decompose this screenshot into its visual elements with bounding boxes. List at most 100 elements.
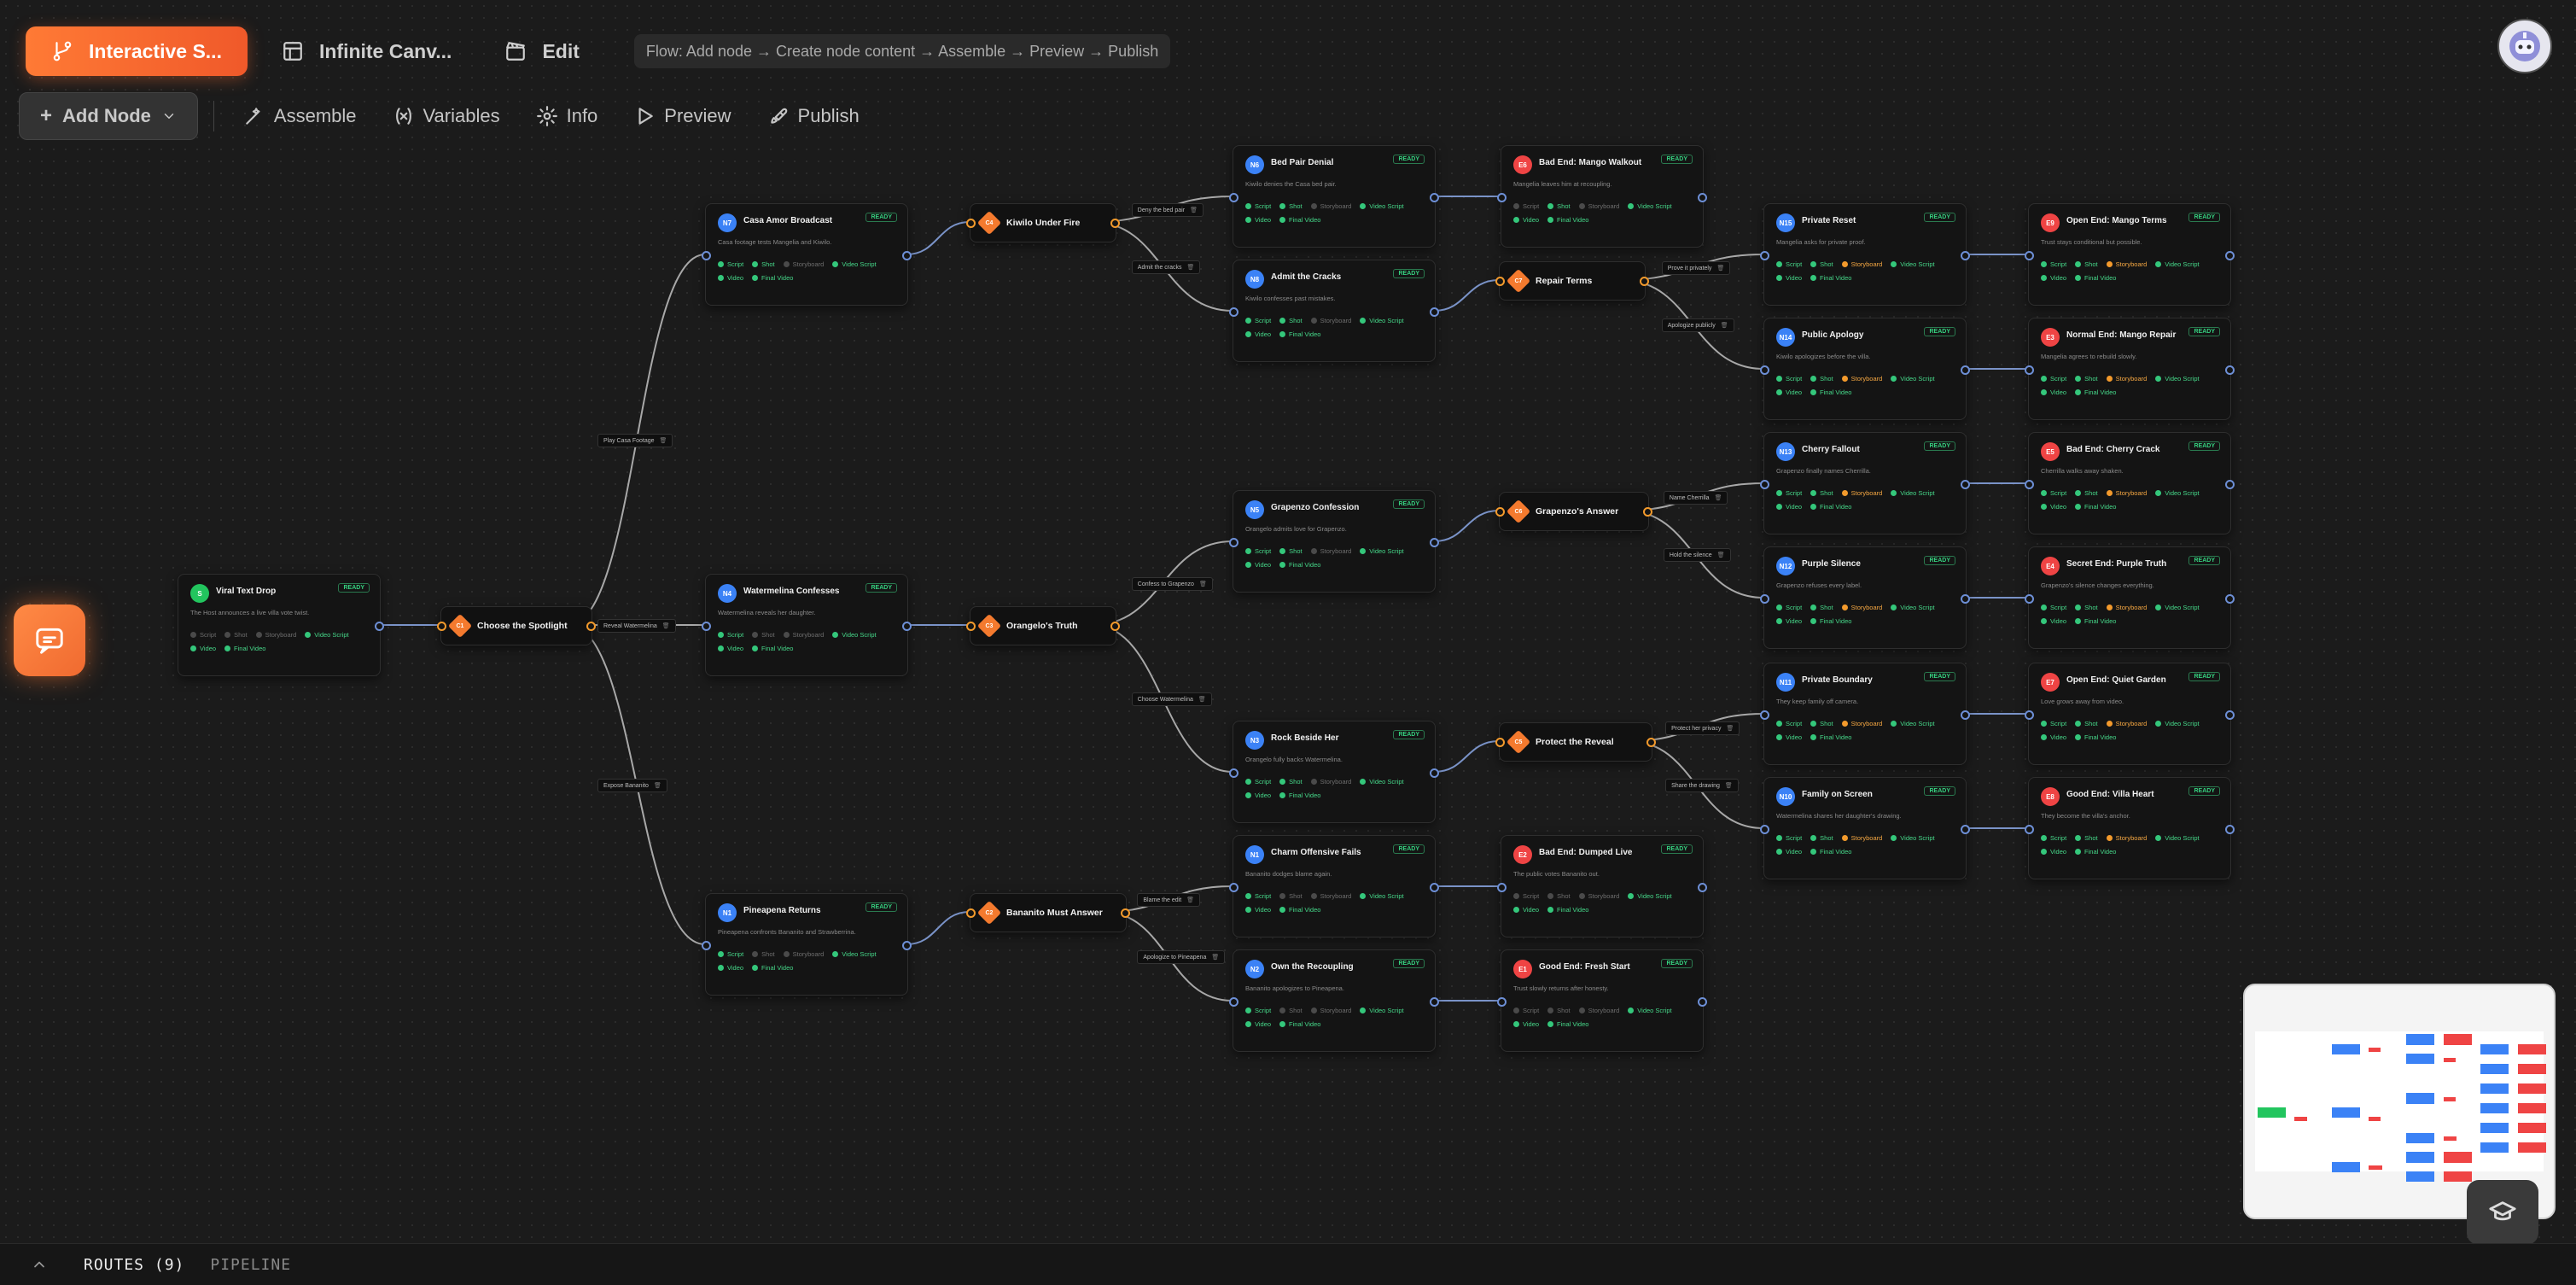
pipeline-step[interactable]: Video <box>2041 617 2066 625</box>
output-handle[interactable] <box>2225 365 2235 375</box>
pipeline-step[interactable]: Video <box>1776 274 1802 282</box>
input-handle[interactable] <box>1760 710 1769 720</box>
input-handle[interactable] <box>1760 365 1769 375</box>
trash-icon[interactable]: 🗑 <box>1720 323 1728 329</box>
pipeline-step[interactable]: Shot <box>2075 834 2098 842</box>
pipeline-step[interactable]: Script <box>1245 892 1271 900</box>
pipeline-step[interactable]: Shot <box>1279 317 1303 324</box>
pipeline-step[interactable]: Storyboard <box>1310 317 1351 324</box>
pipeline-step[interactable]: Script <box>1245 547 1271 555</box>
pipeline-step[interactable]: Shot <box>2075 489 2098 497</box>
pipeline-step[interactable]: Final Video <box>2075 388 2116 396</box>
pipeline-step[interactable]: Script <box>2041 375 2066 383</box>
edge-label[interactable]: Play Casa Footage🗑 <box>597 434 673 447</box>
pipeline-step[interactable]: Video <box>718 274 743 282</box>
tab-interactive-story[interactable]: Interactive S... <box>26 26 248 76</box>
pipeline-step[interactable]: Storyboard <box>1310 1007 1351 1014</box>
trash-icon[interactable]: 🗑 <box>1186 265 1195 271</box>
trash-icon[interactable]: 🗑 <box>1726 726 1734 732</box>
pipeline-step[interactable]: Video Script <box>305 631 349 639</box>
input-handle[interactable] <box>1495 738 1505 747</box>
pipeline-step[interactable]: Storyboard <box>783 631 824 639</box>
input-handle[interactable] <box>2025 825 2034 834</box>
trash-icon[interactable]: 🗑 <box>1211 955 1220 961</box>
pipeline-tab[interactable]: PIPELINE <box>210 1255 292 1274</box>
pipeline-step[interactable]: Script <box>1776 604 1802 611</box>
pipeline-step[interactable]: Final Video <box>1279 906 1320 914</box>
input-handle[interactable] <box>1497 193 1507 202</box>
output-handle[interactable] <box>1643 507 1652 517</box>
pipeline-step[interactable]: Shot <box>1547 1007 1571 1014</box>
input-handle[interactable] <box>702 622 711 631</box>
input-handle[interactable] <box>1760 480 1769 489</box>
pipeline-step[interactable]: Storyboard <box>783 950 824 958</box>
input-handle[interactable] <box>1497 997 1507 1007</box>
tab-edit[interactable]: Edit <box>486 26 597 76</box>
pipeline-step[interactable]: Storyboard <box>255 631 296 639</box>
tab-infinite-canvas[interactable]: Infinite Canv... <box>263 26 470 76</box>
trash-icon[interactable]: 🗑 <box>1190 207 1198 213</box>
pipeline-step[interactable]: Storyboard <box>1578 202 1619 210</box>
output-handle[interactable] <box>2225 710 2235 720</box>
output-handle[interactable] <box>1698 193 1707 202</box>
pipeline-step[interactable]: Shot <box>1279 778 1303 786</box>
pipeline-step[interactable]: Video Script <box>2155 604 2200 611</box>
pipeline-step[interactable]: Script <box>1245 202 1271 210</box>
pipeline-step[interactable]: Storyboard <box>1310 778 1351 786</box>
input-handle[interactable] <box>966 219 976 228</box>
pipeline-step[interactable]: Video <box>1245 906 1271 914</box>
pipeline-step[interactable]: Final Video <box>1547 216 1588 224</box>
pipeline-step[interactable]: Shot <box>1279 202 1303 210</box>
pipeline-step[interactable]: Script <box>718 950 743 958</box>
pipeline-step[interactable]: Video <box>1513 216 1539 224</box>
input-handle[interactable] <box>2025 710 2034 720</box>
pipeline-step[interactable]: Final Video <box>1810 388 1851 396</box>
pipeline-step[interactable]: Shot <box>752 950 775 958</box>
output-handle[interactable] <box>1430 193 1439 202</box>
pipeline-step[interactable]: Video <box>1776 848 1802 856</box>
preview-button[interactable]: Preview <box>620 93 744 139</box>
output-handle[interactable] <box>1961 594 1970 604</box>
input-handle[interactable] <box>966 622 976 631</box>
pipeline-step[interactable]: Final Video <box>752 274 793 282</box>
pipeline-step[interactable]: Storyboard <box>1841 604 1882 611</box>
pipeline-step[interactable]: Video <box>1776 503 1802 511</box>
user-avatar[interactable] <box>2497 19 2552 73</box>
pipeline-step[interactable]: Shot <box>2075 720 2098 727</box>
pipeline-step[interactable]: Video Script <box>2155 834 2200 842</box>
variables-button[interactable]: Variables <box>379 93 514 139</box>
pipeline-step[interactable]: Shot <box>1279 1007 1303 1014</box>
pipeline-step[interactable]: Shot <box>1279 547 1303 555</box>
pipeline-step[interactable]: Video Script <box>1628 1007 1672 1014</box>
pipeline-step[interactable]: Shot <box>1547 892 1571 900</box>
pipeline-step[interactable]: Video <box>1513 1020 1539 1028</box>
pipeline-step[interactable]: Storyboard <box>1578 1007 1619 1014</box>
pipeline-step[interactable]: Video <box>2041 388 2066 396</box>
pipeline-step[interactable]: Video <box>1776 733 1802 741</box>
pipeline-step[interactable]: Final Video <box>752 964 793 972</box>
input-handle[interactable] <box>437 622 446 631</box>
pipeline-step[interactable]: Video Script <box>1360 202 1404 210</box>
pipeline-step[interactable]: Shot <box>2075 604 2098 611</box>
pipeline-step[interactable]: Storyboard <box>1841 720 1882 727</box>
pipeline-step[interactable]: Shot <box>1810 834 1833 842</box>
output-handle[interactable] <box>1430 768 1439 778</box>
edge-label[interactable]: Prove it privately🗑 <box>1661 261 1731 275</box>
edge-label[interactable]: Deny the bed pair🗑 <box>1131 203 1203 217</box>
pipeline-step[interactable]: Video <box>1245 1020 1271 1028</box>
output-handle[interactable] <box>1698 997 1707 1007</box>
add-node-button[interactable]: + Add Node <box>19 92 198 140</box>
